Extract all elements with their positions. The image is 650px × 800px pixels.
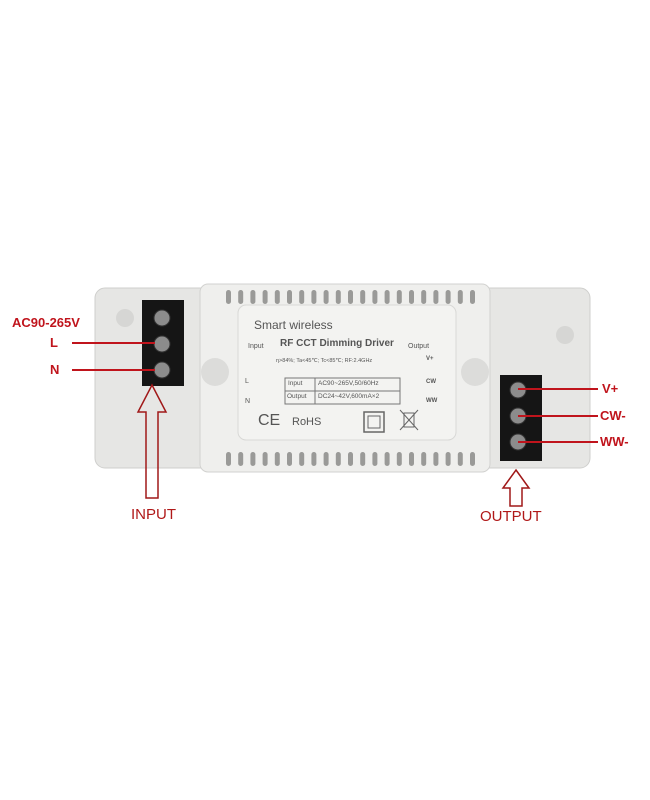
vent-slot <box>457 452 463 466</box>
vent-slot <box>287 290 292 304</box>
product-title: RF CCT Dimming Driver <box>280 338 394 349</box>
spec-line: η>84%; Ta<45℃; Tc<85℃; RF:2.4GHz <box>276 358 373 364</box>
vent-slot <box>311 452 317 466</box>
vent-slot <box>274 452 280 466</box>
vent-slot <box>384 452 390 466</box>
vent-slot <box>433 290 439 304</box>
input-voltage-label: AC90-265V <box>12 315 80 330</box>
weee-bin-icon <box>399 409 419 431</box>
vent-slot <box>409 290 414 304</box>
vent-slot <box>274 290 280 304</box>
vent-slot <box>384 290 390 304</box>
vent-slot <box>226 452 231 466</box>
vent-slot <box>323 452 329 466</box>
vent-slot <box>262 290 268 304</box>
vent-slot <box>311 290 317 304</box>
vent-slot <box>238 452 244 466</box>
table-key: Input <box>288 380 303 387</box>
vent-slot <box>372 290 378 304</box>
vent-slot <box>457 290 463 304</box>
live-label: L <box>50 335 58 350</box>
v-plus-label: V+ <box>602 381 619 396</box>
device-label-plate <box>237 304 457 441</box>
ww-minus-label: WW- <box>600 434 629 449</box>
vent-slot <box>250 452 256 466</box>
mount-hole-left <box>116 309 134 327</box>
vent-slot <box>335 452 341 466</box>
vent-slot <box>360 452 366 466</box>
input-l: L <box>245 378 249 385</box>
screw-boss-right <box>461 358 489 386</box>
vent-slot <box>396 452 402 466</box>
rohs-mark: RoHS <box>292 416 322 428</box>
ce-mark: CE <box>258 412 281 429</box>
output-arrow-icon <box>501 468 531 507</box>
brand-name: Smart wireless <box>254 318 333 332</box>
screw-boss-left <box>201 358 229 386</box>
vent-slot <box>348 290 353 304</box>
vent-slot <box>299 290 305 304</box>
table-value: DC24~42V,600mA×2 <box>318 393 380 400</box>
table-value: AC90~265V,50/60Hz <box>318 380 379 387</box>
output-cw: CW <box>426 379 436 385</box>
mount-hole-right <box>556 326 574 344</box>
vent-slot <box>445 452 451 466</box>
input-heading: Input <box>248 343 264 350</box>
vent-slot <box>323 290 329 304</box>
output-vplus: V+ <box>426 356 434 362</box>
vent-slot <box>360 290 366 304</box>
vent-slot <box>409 452 414 466</box>
double-insulation-inner <box>367 415 381 429</box>
vent-slot <box>226 290 231 304</box>
table-key: Output <box>287 393 307 400</box>
output-heading: Output <box>408 343 430 350</box>
vent-slot <box>348 452 353 466</box>
vent-slot <box>421 290 427 304</box>
vent-slot <box>445 290 451 304</box>
output-label: OUTPUT <box>480 508 542 525</box>
vent-slot <box>470 452 475 466</box>
vent-slot <box>421 452 427 466</box>
vent-slot <box>433 452 439 466</box>
vent-slots <box>226 290 475 466</box>
vent-slot <box>287 452 292 466</box>
cw-minus-label: CW- <box>600 408 626 423</box>
input-n: N <box>245 398 251 405</box>
double-insulation-icon <box>363 411 385 433</box>
vent-slot <box>396 290 402 304</box>
input-label: INPUT <box>131 506 176 523</box>
vent-slot <box>262 452 268 466</box>
neutral-label: N <box>50 362 60 377</box>
vent-slot <box>250 290 256 304</box>
output-ww: WW <box>426 398 438 404</box>
vent-slot <box>335 290 341 304</box>
vent-slot <box>470 290 475 304</box>
input-arrow-icon <box>136 383 168 499</box>
vent-slot <box>372 452 378 466</box>
vent-slot <box>238 290 244 304</box>
vent-slot <box>299 452 305 466</box>
